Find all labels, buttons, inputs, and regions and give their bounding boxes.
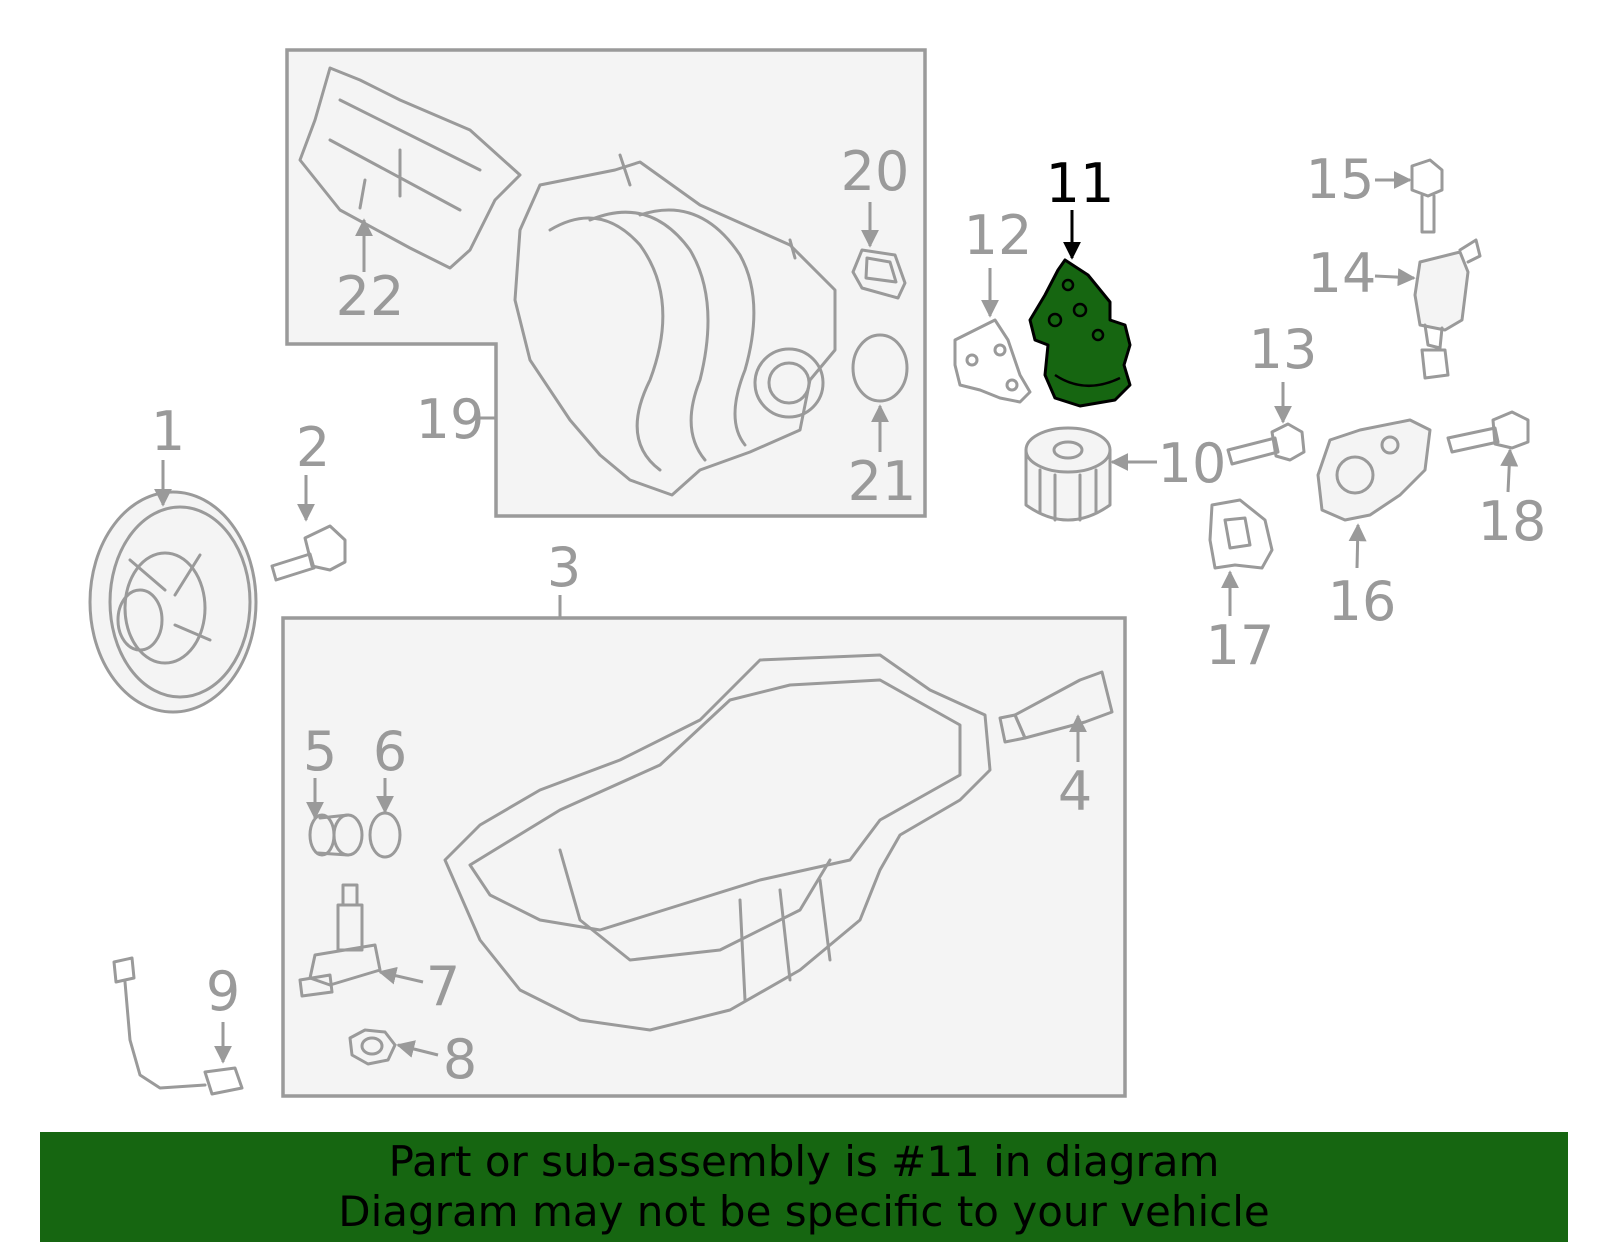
callout-18: 18 bbox=[1478, 490, 1547, 553]
part-11-oil-filter-adapter[interactable] bbox=[1028, 258, 1132, 408]
part-20-gasket[interactable] bbox=[851, 248, 907, 300]
callout-6: 6 bbox=[373, 720, 407, 783]
part-7-oil-level-sensor[interactable] bbox=[298, 883, 382, 998]
callout-7: 7 bbox=[426, 955, 460, 1018]
part-17-gasket[interactable] bbox=[1208, 498, 1274, 570]
callout-20: 20 bbox=[841, 140, 910, 203]
part-9-sensor-harness[interactable] bbox=[112, 956, 244, 1096]
callout-9: 9 bbox=[206, 960, 240, 1023]
callout-16: 16 bbox=[1328, 570, 1397, 633]
callout-4: 4 bbox=[1058, 760, 1092, 823]
part-13-bolt[interactable] bbox=[1226, 422, 1306, 466]
info-banner: Part or sub-assembly is #11 in diagram D… bbox=[40, 1132, 1568, 1242]
callout-5: 5 bbox=[303, 720, 337, 783]
callout-8: 8 bbox=[443, 1028, 477, 1091]
part-10-oil-filter[interactable] bbox=[1024, 426, 1112, 522]
callout-10: 10 bbox=[1158, 432, 1227, 495]
callout-15: 15 bbox=[1306, 148, 1375, 211]
part-22-engine-cover[interactable] bbox=[298, 66, 522, 270]
callout-19: 19 bbox=[416, 388, 485, 451]
part-14-solenoid[interactable] bbox=[1413, 238, 1482, 380]
part-2-bolt[interactable] bbox=[270, 524, 347, 582]
callout-13: 13 bbox=[1249, 318, 1318, 381]
callout-2: 2 bbox=[296, 416, 330, 479]
part-1-crank-pulley[interactable] bbox=[88, 490, 258, 714]
leader-lines bbox=[154, 171, 1519, 1064]
callout-22: 22 bbox=[336, 265, 405, 328]
callout-14: 14 bbox=[1308, 242, 1377, 305]
banner-line-2: Diagram may not be specific to your vehi… bbox=[338, 1187, 1270, 1236]
callout-21: 21 bbox=[848, 450, 917, 513]
part-3-oil-pan[interactable] bbox=[443, 653, 992, 1032]
banner-line-1: Part or sub-assembly is #11 in diagram bbox=[388, 1137, 1220, 1186]
part-16-housing[interactable] bbox=[1316, 418, 1432, 522]
callout-3: 3 bbox=[547, 536, 581, 599]
part-15-bolt[interactable] bbox=[1410, 158, 1444, 234]
part-8-drain-plug[interactable] bbox=[348, 1028, 397, 1066]
part-18-bolt[interactable] bbox=[1446, 410, 1530, 454]
callout-11: 11 bbox=[1046, 152, 1115, 215]
callout-17: 17 bbox=[1206, 614, 1275, 677]
part-19-intake-manifold[interactable] bbox=[513, 153, 837, 497]
callout-1: 1 bbox=[151, 400, 185, 463]
part-12-gasket[interactable] bbox=[953, 318, 1032, 404]
part-4-oil-pan-fitting[interactable] bbox=[998, 670, 1114, 744]
part-21-o-ring[interactable] bbox=[851, 333, 909, 403]
callout-12: 12 bbox=[964, 204, 1033, 267]
